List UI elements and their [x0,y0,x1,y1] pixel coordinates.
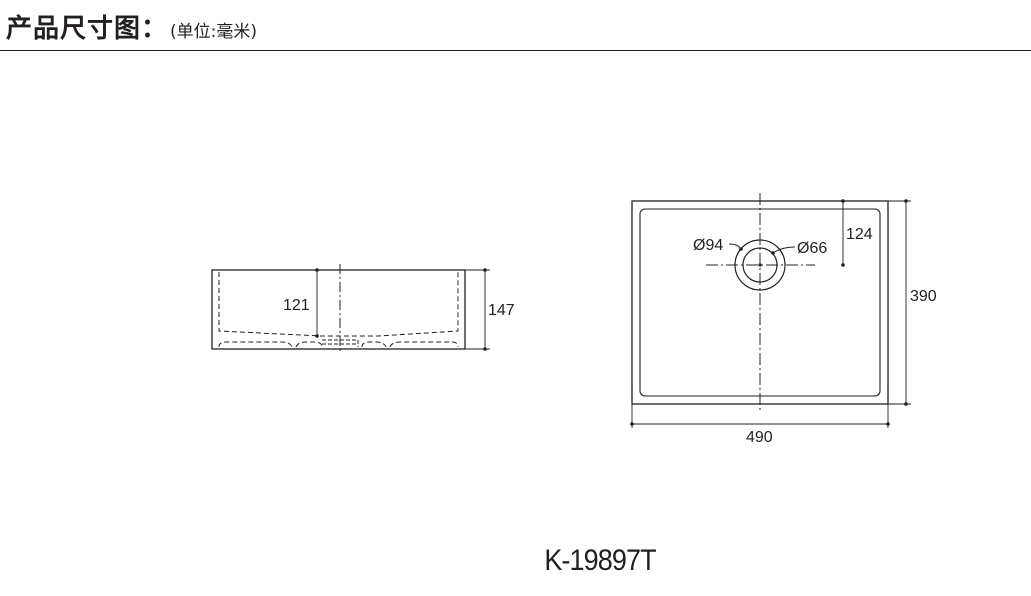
side-view-hidden-base-left [218,341,293,348]
dim-490-end-right [886,422,890,426]
page-header: 产品尺寸图：(单位:毫米) [6,8,257,45]
leader-94 [728,243,742,250]
dim-121-end-bottom [315,334,319,338]
unit-note: (单位:毫米) [170,22,258,42]
header-divider [0,50,1031,51]
dim-124-end-top [841,199,845,203]
dim-124-label: 124 [846,226,873,243]
dim-390-label: 390 [910,288,937,305]
drain-inner-circle [742,247,778,283]
leader-66-dot [771,251,775,255]
page-title: 产品尺寸图： [6,14,169,44]
dim-390-end-bottom [904,402,908,406]
leader-94-dot [739,247,743,251]
side-view-hidden-base-mid-left [295,341,323,348]
side-view-hidden-base-mid-right [361,341,387,348]
dim-121-end-top [315,268,319,272]
dim-124-end-bottom [841,263,845,267]
leader-66 [772,246,796,254]
dim-490-label: 490 [746,429,773,446]
drain-outer-circle [734,239,786,291]
dim-66-label: Ø66 [797,240,827,257]
model-number: K-19897T [544,544,656,577]
top-view: Ø94 Ø66 124 390 490 [630,193,937,446]
dim-390-end-top [904,199,908,203]
drain-center [758,263,762,267]
side-view: 121 147 [211,264,515,352]
dim-94-label: Ø94 [693,237,723,254]
dim-147-end-bottom [483,347,487,351]
dim-147-label: 147 [488,302,515,319]
side-view-hidden-base-right [389,341,459,348]
dim-490-end-left [630,422,634,426]
dim-147-end-top [483,268,487,272]
side-view-hidden-inner [218,272,459,337]
side-view-outline [211,269,466,350]
dim-121-label: 121 [283,297,310,314]
